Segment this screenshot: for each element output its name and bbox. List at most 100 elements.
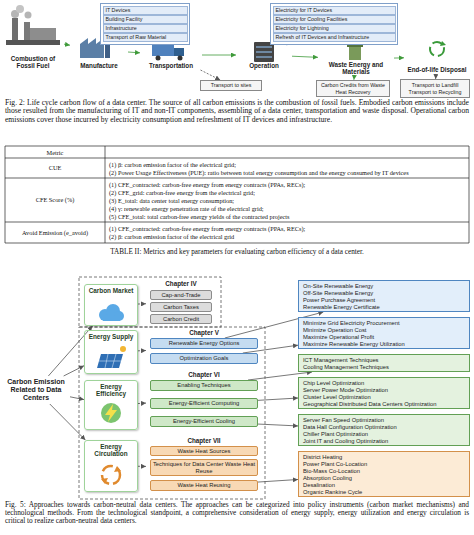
node-text: Power Plant Co-Location [303, 461, 465, 468]
node-text: Waste Energy and Materials [318, 62, 394, 76]
recycle-icon [430, 41, 446, 56]
item-list-box: IT DevicesBuilding FacilityInfrastructur… [100, 3, 190, 45]
node-text: Organic Rankine Cycle [303, 489, 465, 496]
method-list-box: Server Fan Speed OptimizationData Hall C… [298, 414, 470, 446]
chapter-item: Carbon Taxes [150, 302, 212, 312]
node-text: Absorption Cooling [303, 475, 465, 482]
flow-arrow [202, 55, 236, 56]
stage-node: End-of-life Disposal [404, 40, 470, 74]
table-cell: (1) CFE_contracted: carbon-free energy f… [109, 181, 467, 189]
table-cell: (5) CFE_total: total carbon-free energy … [109, 213, 467, 221]
node-text: Chiller Plant Optimization [303, 431, 465, 438]
node-text: Energy Efficiency [86, 383, 136, 397]
circulation-icon [101, 466, 121, 484]
table-cell: (4) γ: renewable energy penetration rate… [109, 205, 467, 213]
table-cell: (2) CFE_grid: carbon-free energy from th… [109, 189, 467, 197]
node-text: Renewable Energy Options [169, 340, 240, 347]
node-text: Geographical Distributed Data Centers Op… [303, 401, 465, 408]
category-card: Energy Supply [84, 330, 138, 374]
node-text: Waste Heat Sources [178, 448, 231, 455]
table-cell: CFE Score (%) [5, 196, 105, 204]
node-text: Transportation [149, 63, 193, 70]
node-text: Power Purchase Agreement [303, 297, 465, 304]
node-text: District Heating [303, 454, 465, 461]
chapter-heading: Chapter IV [150, 279, 212, 288]
chapter-heading: Chapter VI [150, 370, 258, 379]
flow-arrow [138, 403, 146, 404]
node-text: Transport of Raw Material [103, 33, 188, 42]
chapter-item: Carbon Credit [150, 314, 212, 324]
chapter-group: Chapter IV Cap-and-TradeCarbon TaxesCarbo… [146, 279, 216, 326]
method-list-box: On-Site Renewable EnergyOff-Site Renewab… [298, 280, 470, 312]
node-text: On-Site Renewable Energy [303, 283, 465, 290]
chapter-group: Chapter V Renewable Energy OptionsOptimiz… [146, 328, 262, 368]
node-text: Operation [249, 63, 279, 70]
node-text: Combustion of Fossil Fuel [2, 56, 64, 70]
node-text: Electricity for IT Devices [273, 6, 396, 15]
node-text: Carbon Taxes [163, 304, 199, 311]
node-text: Minimize Operation Cost [303, 327, 465, 334]
flow-arrow [258, 479, 298, 482]
node-text: Renewable Energy Certificate [303, 304, 465, 311]
node-text: Electricity for Cooling Facilities [273, 15, 396, 24]
node-text: Manufacture [80, 63, 117, 70]
node-text: Off-Site Renewable Energy [303, 290, 465, 297]
chapter-item: Enabling Techniques [150, 380, 258, 391]
solar-panel-icon [97, 346, 126, 368]
chapter-item: Cap-and-Trade [150, 290, 212, 300]
flow-arrow [64, 366, 84, 376]
flow-arrow [138, 350, 146, 351]
node-text: Bio-Mass Co-Location [303, 468, 465, 475]
flow-arrow [258, 424, 298, 426]
node-text: IT Devices [103, 6, 188, 15]
technology-dashed-box [79, 327, 265, 499]
server-icon [254, 42, 274, 62]
chapter-heading: Chapter VII [150, 436, 258, 445]
chapter-group: Chapter VI Enabling TechniquesEnergy-Effi… [146, 370, 262, 430]
chapter-item: Techniques for Data Center Waste Heat Re… [150, 459, 258, 476]
flow-arrow [138, 466, 146, 467]
table-cell: CUE [5, 164, 105, 172]
flow-arrow [70, 397, 84, 400]
chapter-item: Renewable Energy Options [150, 338, 258, 349]
node-text: Transport to Recycling [409, 89, 462, 96]
chapter-item: Energy-Efficient Cooling [150, 416, 258, 427]
node-text: Energy Circulation [86, 443, 136, 457]
flow-arrow [201, 70, 221, 80]
node-text: ICT Management Techniques [303, 357, 465, 364]
table-cell: (3) E_total: data center total energy co… [109, 197, 467, 205]
chapter-heading: Chapter V [150, 328, 258, 337]
stage-node: Transportation [140, 40, 202, 70]
node-text: Chip Level Optimization [303, 380, 465, 387]
carbon-cloud-icon [99, 304, 124, 321]
stage-node: Operation [236, 40, 292, 70]
caption-text: TABLE II: Metrics and key parameters for… [5, 248, 469, 256]
node-text: Desalination [303, 482, 465, 489]
node-text: Maximize Renewable Energy Utilization [303, 341, 465, 348]
flow-arrow [128, 52, 140, 54]
node-text: Electricity for Lightning [273, 24, 396, 33]
chapter-item: Optimization Goals [150, 353, 258, 364]
node-text: Techniques for Data Center Waste Heat Re… [151, 461, 257, 474]
root-node: Carbon Emission Related to Data Centers [2, 376, 70, 404]
node-text: Waste Heat Reusing [178, 482, 231, 489]
flow-arrow [64, 44, 70, 45]
node-text: End-of-life Disposal [407, 67, 466, 74]
node-text: Transport to sites [211, 82, 252, 89]
table-cell: (2) Power Usage Effectiveness (PUE): rat… [109, 169, 467, 177]
stage-node: Waste Energy and Materials [318, 42, 394, 76]
node-text: Carbon Credits from Waste Heat Recovery [317, 82, 389, 95]
chapter-item: Energy-Efficient Computing [150, 398, 258, 409]
category-card: Energy Circulation [84, 440, 138, 492]
power-plant-icon [6, 5, 60, 45]
flow-arrow [292, 56, 318, 57]
policy-dashed-box [79, 277, 221, 327]
node-text: Server Power Mode Optimization [303, 387, 465, 394]
method-list-box: Minimize Grid Electricity ProcurementMin… [298, 317, 470, 349]
method-list-box: Chip Level OptimizationServer Power Mode… [298, 377, 470, 409]
caption-text: Fig. 5: Approaches towards carbon-neutra… [5, 501, 469, 525]
category-card: Carbon Market [84, 284, 138, 326]
chapter-item: Waste Heat Sources [150, 446, 258, 456]
node-text: Enabling Techniques [177, 382, 230, 389]
